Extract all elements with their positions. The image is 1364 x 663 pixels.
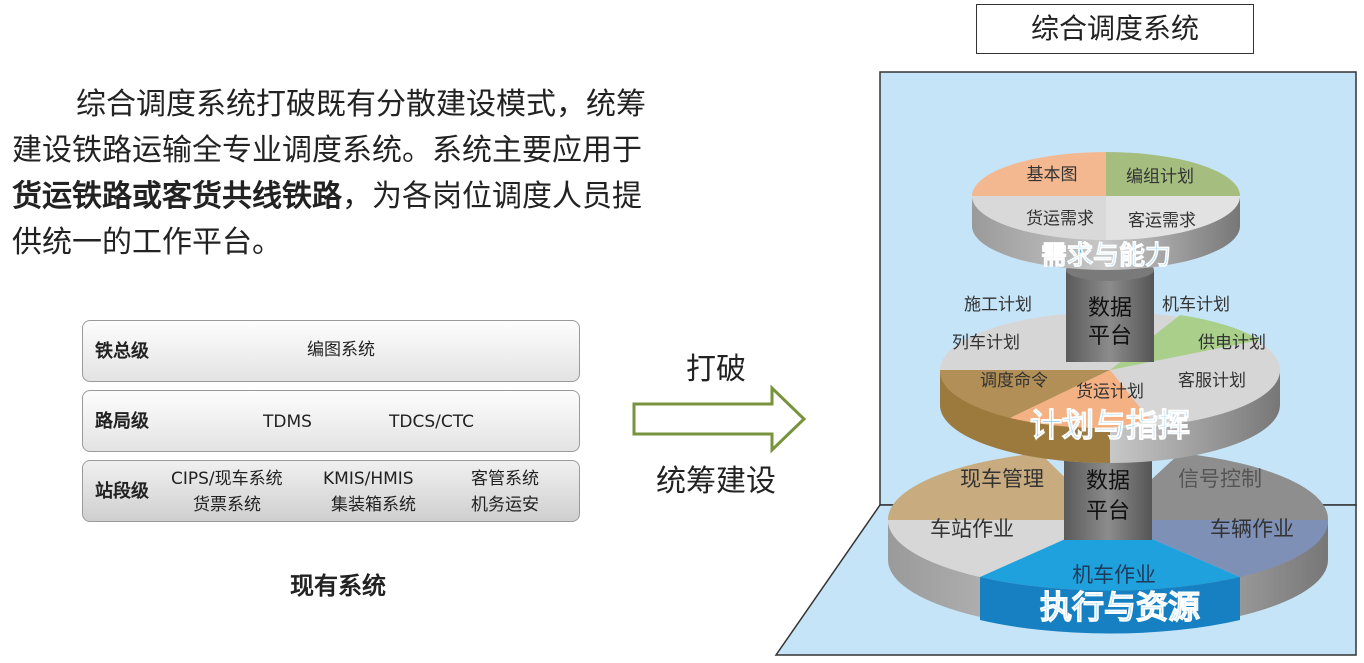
item-label: 车站作业 — [930, 517, 1014, 541]
item-label: 调度命令 — [980, 371, 1048, 391]
item-label: 现车管理 — [960, 467, 1044, 491]
row-station-section: 站段级 CIPS/现车系统 货票系统 KMIS/HMIS 集装箱系统 客管系统 … — [82, 460, 580, 522]
data-platform-cylinder — [1066, 270, 1154, 362]
item-label: 货运计划 — [1076, 382, 1144, 402]
system-name: 客管系统 — [471, 469, 539, 489]
system-name: CIPS/现车系统 — [171, 469, 283, 489]
platform-label: 平台 — [1086, 499, 1130, 524]
layer-label-execution: 执行与资源 — [1040, 588, 1200, 626]
item-label: 车辆作业 — [1210, 517, 1294, 541]
arrow-label-break: 打破 — [686, 352, 746, 387]
row-railway-corp: 铁总级 编图系统 — [82, 320, 580, 382]
item-label: 客运需求 — [1128, 211, 1196, 231]
integrated-title: 综合调度系统 — [976, 4, 1254, 54]
system-name: 编图系统 — [307, 340, 375, 360]
item-label: 施工计划 — [964, 295, 1032, 315]
middle-disc — [939, 312, 1280, 463]
item-label: 机车作业 — [1072, 563, 1156, 587]
system-name: 货票系统 — [193, 495, 261, 515]
legacy-system-table: 铁总级 编图系统 路局级 TDMS TDCS/CTC 站段级 CIPS/现车系统… — [82, 320, 580, 530]
legacy-caption: 现有系统 — [290, 572, 386, 600]
system-name: 机务运安 — [471, 495, 539, 515]
intro-bold-text: 货运铁路或客货共线铁路 — [12, 179, 342, 214]
item-label: 机车计划 — [1162, 295, 1230, 315]
bottom-disc — [887, 453, 1329, 634]
right-arrow-icon — [632, 384, 807, 454]
platform-label: 平台 — [1088, 324, 1132, 349]
system-name: TDMS — [263, 412, 312, 432]
platform-label: 数据 — [1088, 296, 1132, 321]
row-railway-bureau: 路局级 TDMS TDCS/CTC — [82, 390, 580, 452]
item-label: 编组计划 — [1126, 167, 1194, 187]
item-label: 基本图 — [1027, 165, 1078, 185]
intro-text-1: 综合调度系统打破既有分散建设模式，统筹建设铁路运输全专业调度系统。系统主要应用于 — [12, 87, 646, 168]
item-label: 客服计划 — [1178, 371, 1246, 391]
item-label: 信号控制 — [1178, 467, 1262, 491]
arrow-label-build: 统筹建设 — [656, 464, 776, 499]
integrated-system-diagram: 基本图 编组计划 货运需求 客运需求 需求与能力 数据 平台 施工计划 机车计划… — [774, 71, 1357, 656]
system-name: 集装箱系统 — [331, 495, 416, 515]
system-name: TDCS/CTC — [389, 412, 474, 432]
layer-label-planning: 计划与指挥 — [1030, 406, 1190, 444]
level-label: 路局级 — [95, 411, 149, 432]
item-label: 列车计划 — [952, 333, 1020, 353]
system-name: KMIS/HMIS — [323, 469, 414, 489]
top-disc — [972, 152, 1240, 270]
layer-label-demand: 需求与能力 — [1041, 240, 1171, 271]
item-label: 货运需求 — [1026, 209, 1094, 229]
item-label: 供电计划 — [1198, 333, 1266, 353]
platform-label: 数据 — [1086, 469, 1130, 494]
intro-paragraph: 综合调度系统打破既有分散建设模式，统筹建设铁路运输全专业调度系统。系统主要应用于… — [12, 82, 662, 266]
intro-text-2: ，为各岗位调度人员提供统一的工作平台。 — [12, 179, 642, 260]
level-label: 站段级 — [95, 481, 149, 502]
level-label: 铁总级 — [95, 341, 149, 362]
